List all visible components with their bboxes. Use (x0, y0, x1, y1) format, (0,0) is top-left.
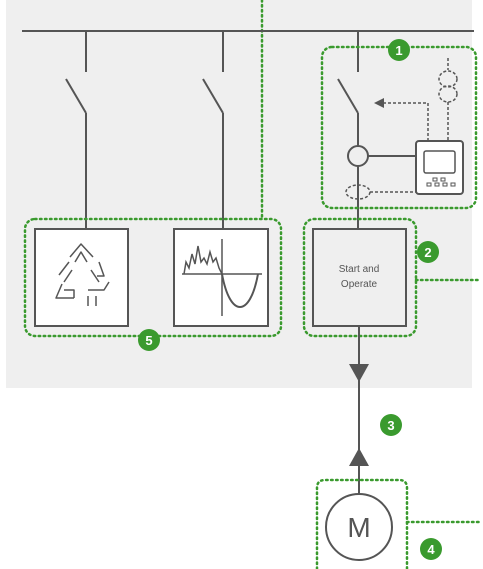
waveform-box (173, 228, 269, 327)
recycle-box (34, 228, 129, 327)
motor-group-outline (315, 478, 409, 569)
starter-box: Start and Operate (312, 228, 407, 327)
feeder-2 (202, 31, 224, 229)
badge-3: 3 (380, 414, 402, 436)
motor: M (325, 493, 393, 561)
badge-4: 4 (420, 538, 442, 560)
starter-label-line1: Start and (339, 264, 380, 275)
motor-circle (325, 493, 393, 561)
feeder-3 (337, 31, 416, 229)
feeder-1 (65, 31, 87, 229)
control-arrow-line (384, 102, 429, 141)
starter-label-line2: Operate (341, 279, 378, 290)
badge-5: 5 (138, 329, 160, 351)
badge-1: 1 (388, 39, 410, 61)
motor-cable (349, 326, 369, 494)
svg-text:1: 1 (395, 43, 402, 58)
svg-text:5: 5 (145, 333, 152, 348)
recycle-icon (55, 243, 110, 306)
badge-2: 2 (417, 241, 439, 263)
svg-text:3: 3 (387, 418, 394, 433)
svg-text:2: 2 (424, 245, 431, 260)
harmonic-waveform-icon (182, 239, 262, 316)
control-arrowhead (374, 98, 384, 108)
power-meter-icon (415, 140, 464, 195)
down-arrowhead (349, 364, 369, 382)
motor-label: M (347, 512, 370, 543)
current-transformer-icon (438, 58, 458, 141)
up-arrowhead (349, 448, 369, 466)
svg-text:4: 4 (427, 542, 435, 557)
